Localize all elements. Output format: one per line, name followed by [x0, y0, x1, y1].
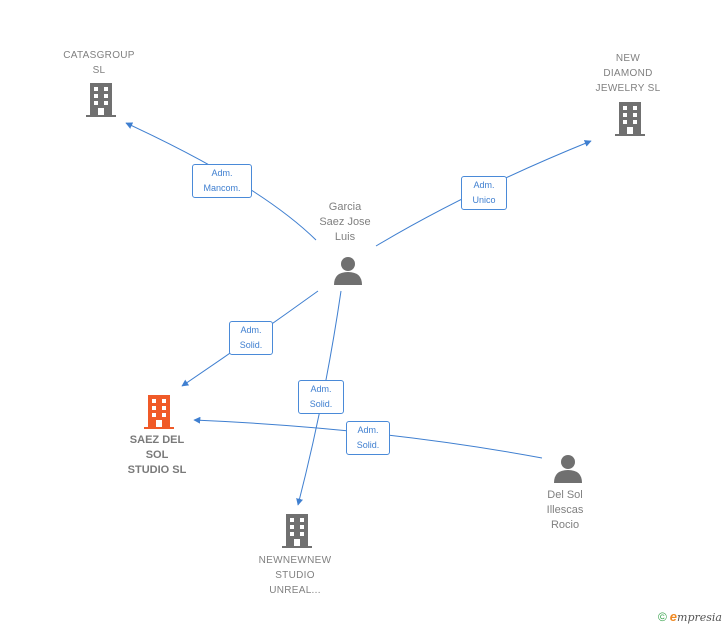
node-label-garcia[interactable]: Garcia Saez Jose Luis — [319, 201, 371, 243]
copyright-icon: © — [657, 610, 667, 624]
node-label-catasgroup[interactable]: CATASGROUP SL — [63, 50, 135, 76]
edge-label-adm-unico[interactable]: Adm. Unico — [461, 176, 507, 210]
person-icon[interactable] — [333, 256, 363, 286]
node-label-saez-del-sol[interactable]: SAEZ DEL SOL STUDIO SL — [127, 434, 187, 476]
person-icon[interactable] — [553, 454, 583, 484]
brand-initial: e — [669, 609, 678, 624]
node-label-del-sol[interactable]: Del Sol Illescas Rocio — [546, 489, 584, 531]
footer-brand: ©empresia — [658, 609, 722, 624]
building-icon[interactable] — [86, 83, 116, 117]
building-icon[interactable] — [615, 102, 645, 136]
edge-label-adm-solid[interactable]: Adm. Solid. — [346, 421, 390, 455]
brand-name: mpresia — [677, 611, 722, 624]
building-icon[interactable] — [282, 514, 312, 548]
node-label-newnewnew[interactable]: NEWNEWNEW STUDIO UNREAL... — [258, 555, 332, 596]
building-icon-focus[interactable] — [144, 395, 174, 429]
node-label-new-diamond[interactable]: NEW DIAMOND JEWELRY SL — [595, 53, 661, 94]
edge-label-adm-mancom[interactable]: Adm. Mancom. — [192, 164, 252, 198]
edge-label-adm-solid[interactable]: Adm. Solid. — [229, 321, 273, 355]
edge-label-adm-solid[interactable]: Adm. Solid. — [298, 380, 344, 414]
